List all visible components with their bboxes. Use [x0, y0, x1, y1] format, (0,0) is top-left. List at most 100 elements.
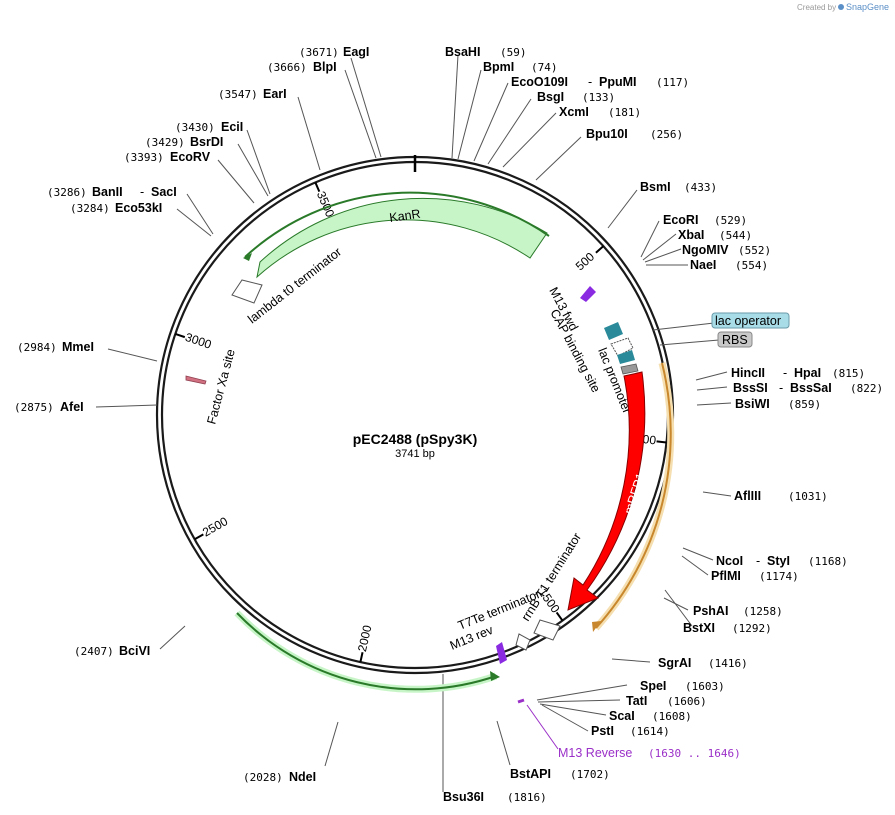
site-spei: SpeI	[640, 679, 666, 693]
site-blpi-pos: (3666)	[267, 61, 307, 74]
site-ecii: EciI	[221, 120, 243, 134]
lac-operator-leader	[652, 322, 715, 331]
rbs-label: RBS	[722, 333, 748, 347]
site-bpmi: BpmI	[483, 60, 514, 74]
kanr-arrow	[256, 197, 548, 279]
site-bpu10i: Bpu10I	[586, 127, 628, 141]
orf-arc-bottom	[236, 612, 497, 691]
site-eco0109i-sep: -	[588, 75, 592, 89]
site-bcivi: BciVI	[119, 644, 150, 658]
plasmid-length: 3741 bp	[395, 448, 435, 460]
site-bsiwi: BsiWI	[735, 397, 770, 411]
site-eco0109i-pos: (117)	[656, 76, 689, 89]
site-bsu36i: Bsu36I	[443, 790, 484, 804]
site-ncoi-pos: (1168)	[808, 555, 848, 568]
site-psti: PstI	[591, 724, 614, 738]
site-ndei-pos: (2028)	[243, 771, 283, 784]
site-afei: AfeI	[60, 400, 84, 414]
backbone-outer-circle	[155, 155, 675, 675]
site-bstapi-pos: (1702)	[570, 768, 610, 781]
site-bstapi: BstAPI	[510, 767, 551, 781]
lac-operator-label-box	[711, 312, 790, 329]
site-banii-sep: -	[140, 185, 144, 199]
site-xbai: XbaI	[678, 228, 704, 242]
site-banii: BanII	[92, 185, 123, 199]
site-saci: SacI	[151, 185, 177, 199]
site-bsahi-pos: (59)	[500, 46, 527, 59]
site-blpi: BlpI	[313, 60, 337, 74]
tick-label: 2500	[200, 514, 230, 539]
site-scai-pos: (1608)	[652, 710, 692, 723]
snapgene-logo-icon	[838, 4, 844, 10]
site-bsrdi: BsrDI	[190, 135, 223, 149]
site-bsmi-pos: (433)	[684, 181, 717, 194]
site-pflmi-pos: (1174)	[759, 570, 799, 583]
site-ecori: EcoRI	[663, 213, 698, 227]
site-eari-pos: (3547)	[218, 88, 258, 101]
tick-mark	[194, 533, 204, 541]
tick-mark	[175, 332, 186, 339]
site-bcivi-pos: (2407)	[74, 645, 114, 658]
site-eco53ki: Eco53kI	[115, 201, 162, 215]
tick-mark	[555, 611, 564, 622]
site-hincii-sep: -	[783, 366, 787, 380]
site-ecori-pos: (529)	[714, 214, 747, 227]
site-mmei-pos: (2984)	[17, 341, 57, 354]
site-bsssai: BssSaI	[790, 381, 832, 395]
lac-operator-label: lac operator	[715, 314, 781, 328]
site-ndei: NdeI	[289, 770, 316, 784]
site-leader-lines	[95, 54, 732, 792]
rbs-shape	[620, 363, 639, 375]
site-ecorv: EcoRV	[170, 150, 211, 164]
site-bsgi: BsgI	[537, 90, 564, 104]
site-tati: TatI	[626, 694, 647, 708]
site-bsrdi-pos: (3429)	[145, 136, 185, 149]
rrnb-t1-terminator-shape	[533, 619, 561, 641]
site-ecii-pos: (3430)	[175, 121, 215, 134]
site-ncoi: NcoI	[716, 554, 743, 568]
site-styi: StyI	[767, 554, 790, 568]
tick-label: 3000	[183, 330, 213, 352]
site-psti-pos: (1614)	[630, 725, 670, 738]
kanr-orf-arrowhead	[243, 253, 252, 261]
site-bsahi: BsaHI	[445, 45, 480, 59]
site-xcmi: XcmI	[559, 105, 589, 119]
rbs-leader	[659, 339, 720, 346]
site-eagi-pos: (3671)	[299, 46, 339, 59]
lac-operator-shape	[617, 350, 635, 364]
site-afliii: AflIII	[734, 489, 761, 503]
site-naei: NaeI	[690, 258, 716, 272]
site-eco53ki-pos: (3284)	[70, 202, 110, 215]
tick-label: 2000	[355, 624, 375, 653]
tick-label: 500	[573, 249, 597, 273]
m13-fwd-shape	[580, 286, 596, 302]
site-bsiwi-pos: (859)	[788, 398, 821, 411]
primer-leader	[526, 704, 559, 750]
site-bsssi: BssSI	[733, 381, 768, 395]
site-pshai-pos: (1258)	[743, 605, 783, 618]
site-sgrai-pos: (1416)	[708, 657, 748, 670]
site-hpai: HpaI	[794, 366, 821, 380]
site-bsgi-pos: (133)	[582, 91, 615, 104]
site-bpu10i-pos: (256)	[650, 128, 683, 141]
m13-reverse-primer-range: (1630 .. 1646)	[648, 747, 741, 760]
site-mmei: MmeI	[62, 340, 94, 354]
site-spei-pos: (1603)	[685, 680, 725, 693]
rbs-label-box	[717, 331, 753, 348]
created-by-text: Created by	[797, 3, 836, 12]
site-pshai: PshAI	[693, 604, 728, 618]
site-banii-pos: (3286)	[47, 186, 87, 199]
m13-reverse-primer-mark	[517, 698, 525, 704]
site-bstxi-pos: (1292)	[732, 622, 772, 635]
m13-rev-shape	[496, 642, 507, 664]
site-bsssi-sep: -	[779, 381, 783, 395]
site-hincii: HincII	[731, 366, 765, 380]
tick-mark	[314, 182, 321, 193]
mrfp1-orf-line	[595, 362, 672, 629]
mrfp1-orf-arrowhead	[592, 621, 601, 632]
site-afliii-pos: (1031)	[788, 490, 828, 503]
site-bsu36i-pos: (1816)	[507, 791, 547, 804]
plasmid-name: pEC2488 (pSpy3K)	[353, 431, 477, 447]
site-bsmi: BsmI	[640, 180, 671, 194]
